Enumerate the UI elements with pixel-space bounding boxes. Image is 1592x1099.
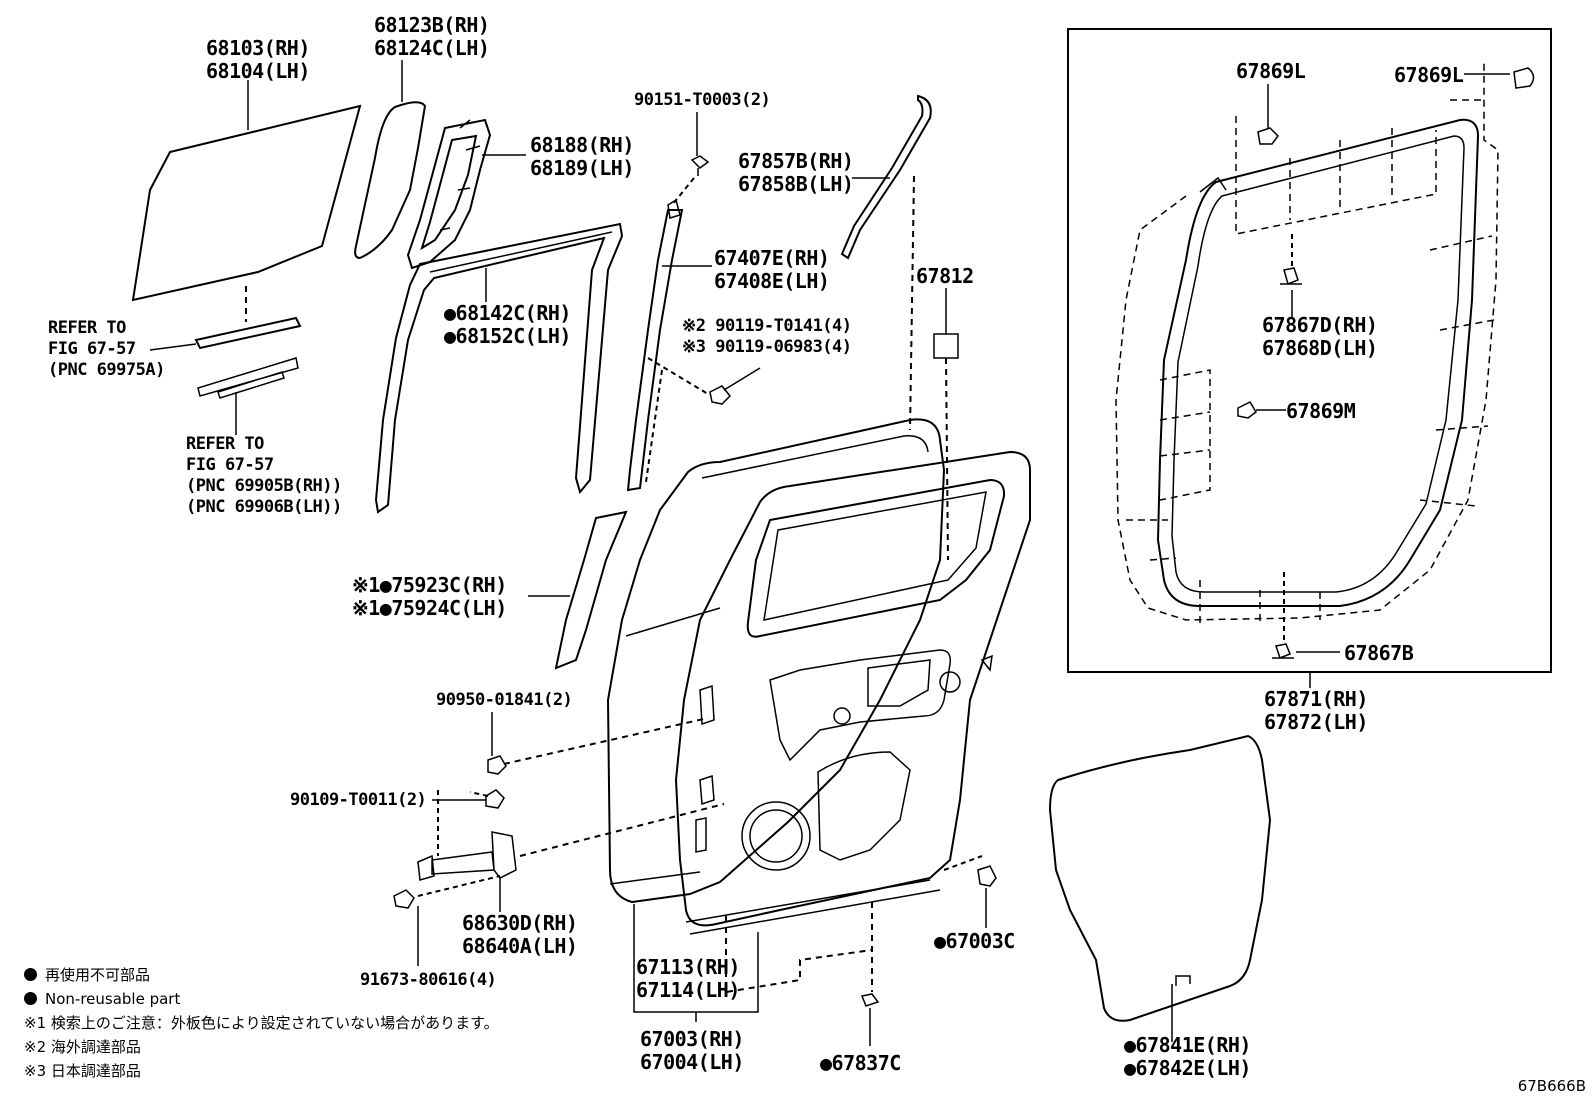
illustration-code: 67B666B bbox=[1517, 1077, 1586, 1095]
legend-note-2: ※2 海外調達部品 bbox=[24, 1038, 141, 1056]
leader-dashed bbox=[503, 717, 709, 765]
quarter-glass bbox=[354, 101, 427, 260]
weatherstrip-dashed-outline bbox=[1115, 60, 1499, 624]
label-67003: 67003(RH)67004(LH) bbox=[640, 1027, 744, 1074]
belt-moulding bbox=[840, 94, 932, 260]
clip-67869l-b bbox=[1513, 67, 1535, 89]
leader-dashed bbox=[417, 875, 501, 897]
legend-note-1: ※1 検索上のご注意：外板色により設定されていない場合があります。 bbox=[24, 1014, 499, 1032]
leader-dashed bbox=[725, 916, 873, 994]
clip-67869m bbox=[1237, 401, 1257, 419]
label-67869m: 67869M bbox=[1286, 399, 1356, 423]
door-glass-run-inner bbox=[429, 231, 613, 273]
door-window-opening-inner bbox=[763, 491, 987, 621]
glass-run-strip bbox=[194, 316, 302, 350]
leader-dashed bbox=[645, 369, 663, 483]
door-glass bbox=[131, 104, 362, 302]
panel-hole bbox=[939, 671, 961, 693]
label-67841e: ●67841E(RH)●67842E(LH) bbox=[1124, 1033, 1251, 1080]
bolt-91673 bbox=[393, 889, 415, 909]
service-hole-cover bbox=[1048, 734, 1272, 1022]
door-window-opening bbox=[746, 478, 1006, 638]
clip-67869l-a bbox=[1257, 127, 1279, 145]
quarter-frame-detail bbox=[439, 119, 481, 231]
rear-lower-sash bbox=[626, 209, 684, 492]
label-67003c: ●67003C bbox=[934, 929, 1015, 953]
label-67867d: 67867D(RH)67868D(LH) bbox=[1262, 313, 1378, 360]
bolt-90119 bbox=[709, 385, 732, 405]
label-68123b: 68123B(RH)68124C(LH) bbox=[374, 13, 490, 60]
non-reusable-dot-icon bbox=[24, 992, 37, 1005]
speaker-hole-inner bbox=[749, 809, 803, 863]
label-67407e: 67407E(RH)67408E(LH) bbox=[714, 246, 830, 293]
stripe-75923c bbox=[554, 510, 628, 670]
weatherstrip bbox=[1156, 118, 1480, 607]
speaker-hole bbox=[741, 801, 811, 871]
door-inner-panel bbox=[674, 450, 1031, 927]
legend-note-3: ※3 日本調達部品 bbox=[24, 1062, 141, 1080]
door-outer-inner-line bbox=[701, 435, 929, 479]
label-67869l-b: 67869L bbox=[1394, 63, 1464, 87]
label-68630d: 68630D(RH)68640A(LH) bbox=[462, 911, 578, 958]
door-service-hole-1 bbox=[769, 649, 952, 762]
label-67812: 67812 bbox=[916, 264, 974, 288]
legend: 再使用不可部品 Non-reusable part ※1 検索上のご注意：外板色… bbox=[24, 963, 499, 1083]
screw-90151 bbox=[690, 155, 710, 176]
label-90950: 90950-01841(2) bbox=[436, 690, 573, 710]
clip-67867d bbox=[1280, 267, 1302, 286]
leader-bracket bbox=[633, 904, 759, 1022]
leader-dashed bbox=[469, 791, 489, 797]
leader bbox=[149, 343, 197, 351]
label-75923c: ※1●75923C(RH)※1●75924C(LH) bbox=[352, 573, 507, 620]
label-68103: 68103(RH)68104(LH) bbox=[206, 36, 310, 83]
cover-tabs bbox=[1175, 975, 1191, 986]
label-67113: 67113(RH)67114(LH) bbox=[636, 955, 740, 1002]
door-outer-lower bbox=[609, 607, 721, 885]
grommet-90950 bbox=[487, 755, 507, 775]
door-panel-features bbox=[695, 654, 993, 853]
bolt-90109 bbox=[485, 789, 505, 809]
leader bbox=[723, 367, 761, 391]
door-glass-run bbox=[374, 222, 624, 514]
clip-67867b bbox=[1272, 643, 1294, 659]
label-67867b: 67867B bbox=[1344, 641, 1414, 665]
door-service-hole-3 bbox=[817, 751, 911, 861]
panel-hole-2 bbox=[833, 707, 851, 725]
label-68142c: ●68142C(RH)●68152C(LH) bbox=[444, 301, 571, 348]
leader-dashed bbox=[647, 357, 709, 395]
glass-run-strip-2 bbox=[197, 357, 299, 399]
cover-67812 bbox=[933, 333, 959, 359]
legend-row-1: 再使用不可部品 bbox=[24, 963, 499, 987]
sash-clip bbox=[667, 198, 681, 219]
leader-dashed bbox=[909, 175, 915, 431]
clip-67003c bbox=[977, 865, 997, 887]
quarter-frame bbox=[406, 118, 492, 270]
leader-dashed bbox=[943, 855, 983, 871]
weatherstrip-inner bbox=[1171, 135, 1465, 593]
leader-dashed bbox=[519, 803, 725, 857]
leader-dashed bbox=[945, 357, 949, 561]
door-service-hole-2 bbox=[867, 659, 931, 707]
door-check bbox=[417, 831, 517, 881]
label-90119: ※2 90119-T0141(4)※3 90119-06983(4) bbox=[682, 316, 852, 357]
label-90151: 90151-T0003(2) bbox=[634, 90, 771, 110]
legend-row-2: Non-reusable part bbox=[24, 987, 499, 1011]
non-reusable-dot-icon bbox=[24, 968, 37, 981]
label-68188: 68188(RH)68189(LH) bbox=[530, 133, 634, 180]
label-67871: 67871(RH)67872(LH) bbox=[1264, 687, 1368, 734]
clip-67837c bbox=[860, 993, 880, 1007]
label-67837c: ●67837C bbox=[820, 1051, 901, 1075]
door-bottom-edge bbox=[685, 879, 941, 935]
leader-dashed bbox=[671, 177, 695, 206]
label-91673: 91673-80616(4) bbox=[360, 970, 497, 990]
label-67869l-a: 67869L bbox=[1236, 59, 1306, 83]
label-90109: 90109-T0011(2) bbox=[290, 790, 427, 810]
weatherstrip-clip-line bbox=[1199, 176, 1227, 193]
label-67857b: 67857B(RH)67858B(LH) bbox=[738, 149, 854, 196]
door-outer-panel bbox=[606, 418, 946, 904]
